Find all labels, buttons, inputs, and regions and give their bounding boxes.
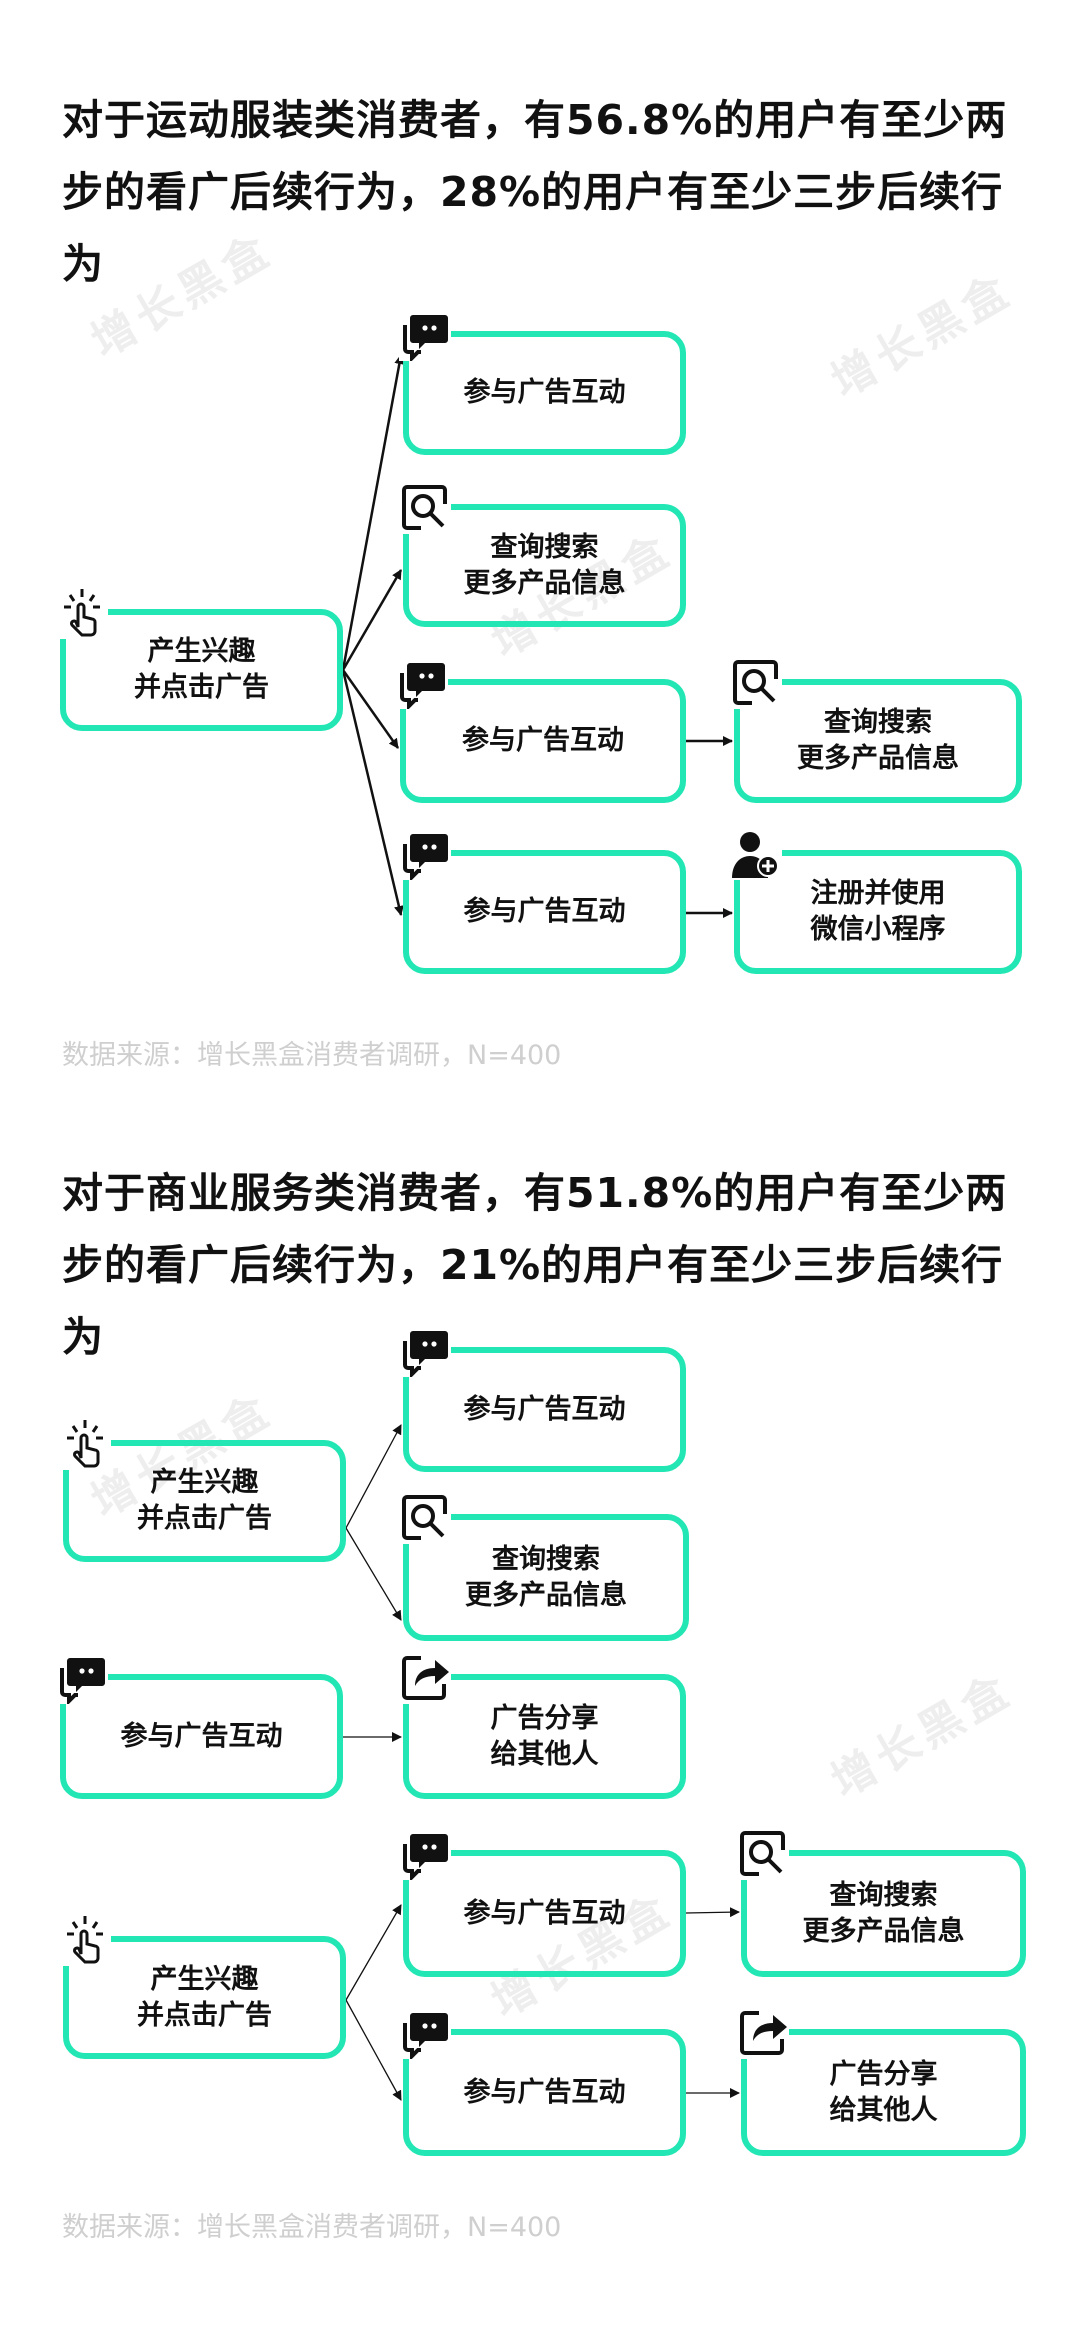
search-icon [399,1492,451,1544]
node-label: 参与广告互动 [463,896,626,927]
source-note: 数据来源：增长黑盒消费者调研，N=400 [62,2212,562,2243]
node-ad-interaction: 参与广告互动 [399,1325,686,1472]
chat-bubbles-icon [399,309,451,361]
chat-bubbles-icon [399,1828,451,1880]
node-label: 产生兴趣 并点击广告 [137,1467,272,1534]
node-search-info: 查询搜索 更多产品信息 [399,1492,689,1641]
node-label: 查询搜索 更多产品信息 [465,1543,627,1611]
node-ad-interaction: 参与广告互动 [56,1652,343,1799]
pointer-hand-icon [56,587,108,639]
section1-title: 对于运动服装类消费者，有56.8%的用户有至少两步的看广后续行为，28%的用户有… [62,96,1008,288]
chat-bubbles-icon [399,1325,451,1377]
node-interest-click: 产生兴趣 并点击广告 [56,587,343,731]
chat-bubbles-icon [396,657,448,709]
search-icon [399,482,451,534]
chat-bubbles-icon [399,2007,451,2059]
node-label: 参与广告互动 [120,1720,283,1752]
node-search-info: 查询搜索 更多产品信息 [730,657,1022,803]
node-share-ad: 广告分享 给其他人 [737,2007,1026,2156]
share-icon [737,2007,789,2059]
node-label: 产生兴趣 并点击广告 [134,636,269,703]
node-register-miniprogram: 注册并使用 微信小程序 [730,828,1022,974]
node-label: 参与广告互动 [462,725,624,756]
node-ad-interaction: 参与广告互动 [399,828,686,974]
node-search-info: 查询搜索 更多产品信息 [737,1828,1026,1977]
node-ad-interaction: 参与广告互动 [399,1828,686,1977]
node-label: 广告分享 给其他人 [490,1702,599,1770]
node-label: 参与广告互动 [463,1897,626,1929]
node-label: 参与广告互动 [463,377,626,408]
node-label: 参与广告互动 [463,2076,626,2108]
watermark: 增长黑盒 [822,1663,1022,1808]
node-label: 产生兴趣 并点击广告 [137,1963,272,2031]
node-share-ad: 广告分享 给其他人 [399,1652,686,1799]
search-icon [730,657,782,709]
pointer-hand-icon [59,1914,111,1966]
node-label: 注册并使用 微信小程序 [810,878,946,945]
share-icon [399,1652,451,1704]
user-add-icon [730,828,782,880]
source-note: 数据来源：增长黑盒消费者调研，N=400 [62,1040,562,1071]
section2-title: 对于商业服务类消费者，有51.8%的用户有至少两步的看广后续行为，21%的用户有… [62,1169,1008,1361]
node-ad-interaction: 参与广告互动 [396,657,686,803]
node-ad-interaction: 参与广告互动 [399,309,686,455]
chat-bubbles-icon [56,1652,108,1704]
node-label: 广告分享 给其他人 [829,2058,938,2126]
pointer-hand-icon [59,1418,111,1470]
search-icon [737,1828,789,1880]
chat-bubbles-icon [399,828,451,880]
node-label: 查询搜索 更多产品信息 [802,1879,965,1947]
node-interest-click: 产生兴趣 并点击广告 [59,1418,346,1562]
node-interest-click: 产生兴趣 并点击广告 [59,1914,346,2059]
node-ad-interaction: 参与广告互动 [399,2007,686,2156]
node-label: 参与广告互动 [463,1393,626,1425]
node-label: 查询搜索 更多产品信息 [463,531,626,599]
node-label: 查询搜索 更多产品信息 [797,707,959,774]
node-search-info: 查询搜索 更多产品信息 [399,482,686,627]
